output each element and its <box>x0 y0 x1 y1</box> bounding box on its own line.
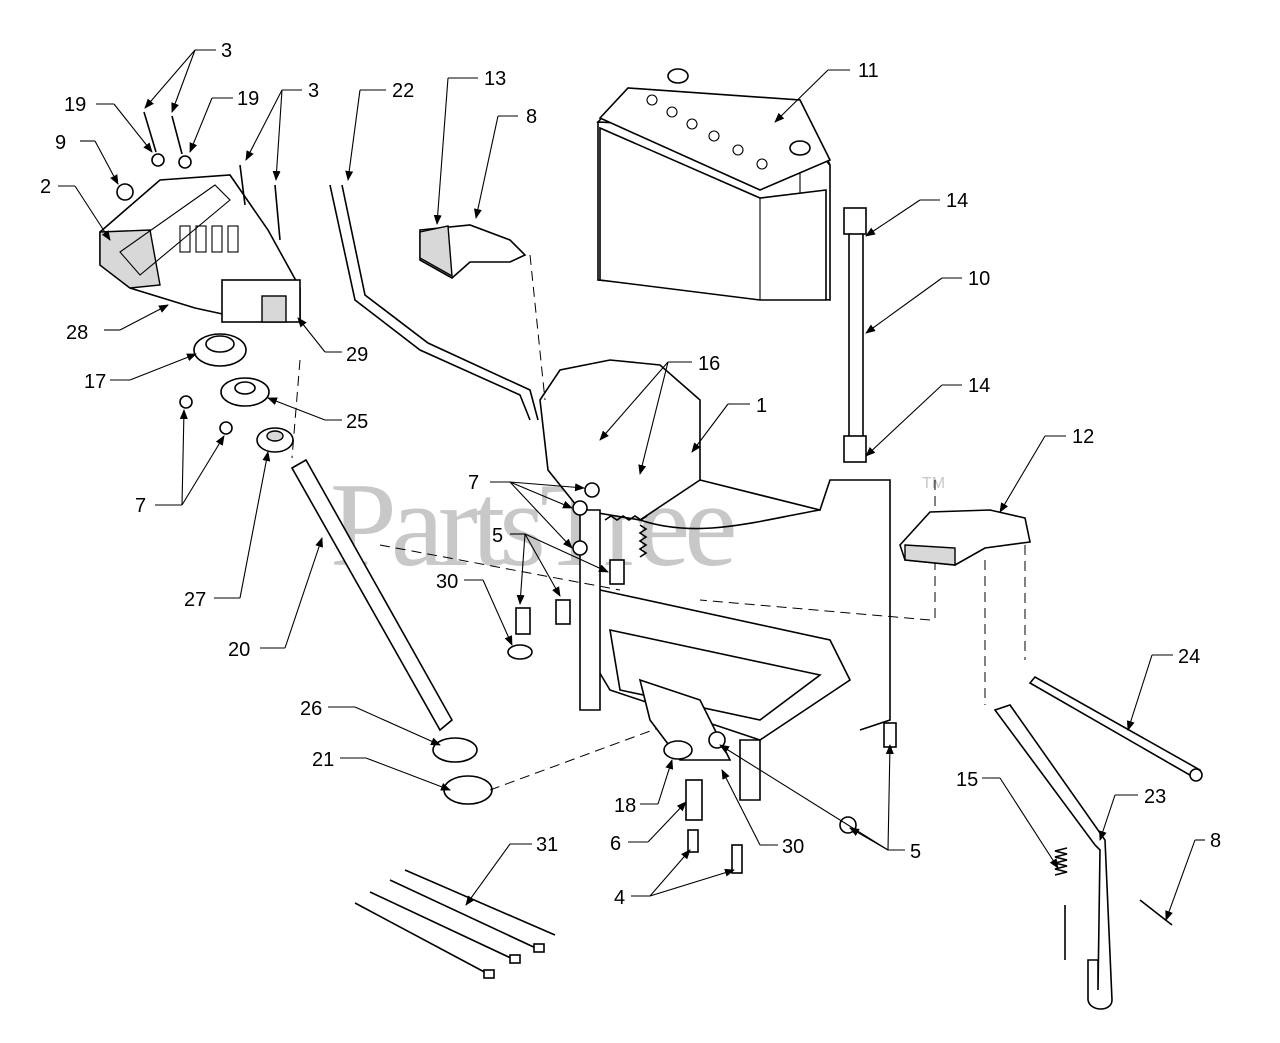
callout-24: 24 <box>1178 646 1200 668</box>
callout-9: 9 <box>55 132 66 154</box>
callout-19-right: 19 <box>237 88 259 110</box>
watermark-trademark: TM <box>922 475 945 492</box>
callout-13: 13 <box>484 68 506 90</box>
callout-11: 11 <box>858 60 879 82</box>
callout-12: 12 <box>1072 426 1094 448</box>
callout-labels: 3 3 19 19 9 2 28 29 17 25 7 27 20 22 13 … <box>40 40 1221 909</box>
callout-26: 26 <box>300 698 322 720</box>
callout-8-bottom: 8 <box>1210 830 1221 852</box>
cable-ties-part <box>354 869 556 979</box>
callout-25: 25 <box>346 411 368 433</box>
callout-4: 4 <box>614 887 625 909</box>
callout-5-center: 5 <box>492 525 503 547</box>
parts-artwork <box>99 68 1203 1010</box>
upper-bracket-part <box>419 224 527 279</box>
pedal-lever-part <box>993 704 1173 1010</box>
callout-1: 1 <box>756 395 767 417</box>
callout-21: 21 <box>312 749 334 771</box>
callout-5-right: 5 <box>910 841 921 863</box>
callout-16: 16 <box>698 353 720 375</box>
callouts <box>58 49 1205 921</box>
battery-part <box>596 68 832 301</box>
callout-3-upper: 3 <box>221 40 232 62</box>
callout-7-center: 7 <box>468 472 479 494</box>
callout-17: 17 <box>84 371 106 393</box>
callout-31: 31 <box>536 834 558 856</box>
callout-6: 6 <box>610 833 621 855</box>
callout-29: 29 <box>346 344 368 366</box>
callout-10: 10 <box>968 268 990 290</box>
pedal-rod-part <box>1028 675 1203 782</box>
shift-plate-part <box>99 174 301 323</box>
callout-2: 2 <box>40 176 51 198</box>
callout-14-top: 14 <box>946 190 968 212</box>
shift-rod-part <box>329 184 539 421</box>
foot-pedal-part <box>899 509 1031 705</box>
callout-7-left: 7 <box>135 495 146 517</box>
springs-part <box>604 515 648 558</box>
callout-20: 20 <box>228 639 250 661</box>
callout-30-right: 30 <box>782 836 804 858</box>
callout-30-left: 30 <box>436 571 458 593</box>
callout-23: 23 <box>1144 786 1166 808</box>
callout-15: 15 <box>956 769 978 791</box>
battery-strap-part <box>843 207 867 463</box>
callout-28: 28 <box>66 322 88 344</box>
main-frame-part <box>379 254 936 801</box>
callout-22: 22 <box>392 80 414 102</box>
hardware-parts <box>116 111 897 874</box>
callout-18: 18 <box>614 795 636 817</box>
callout-27: 27 <box>184 589 206 611</box>
callout-3-right: 3 <box>308 80 319 102</box>
callout-19-left: 19 <box>64 94 86 116</box>
callout-14-bottom: 14 <box>968 375 990 397</box>
callout-8-top: 8 <box>526 106 537 128</box>
bearing-parts <box>193 333 294 453</box>
collar-parts <box>432 719 681 805</box>
